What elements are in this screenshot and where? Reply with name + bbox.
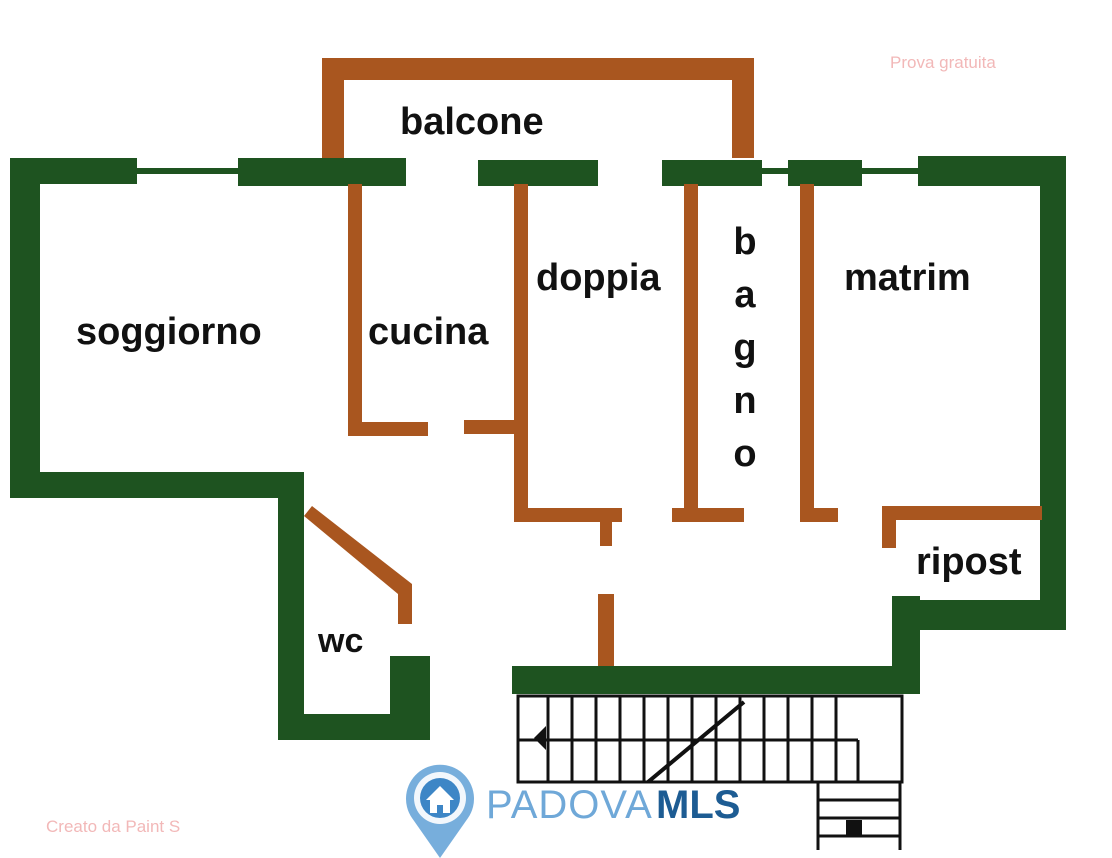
stair-post (846, 820, 862, 836)
stair-arrow (534, 726, 546, 750)
ripost-left-wall (882, 506, 896, 548)
window-3 (862, 168, 920, 174)
logo-text-padova: PADOVA (486, 783, 653, 827)
cucina-bottom-wall-b (464, 420, 520, 434)
label-soggiorno: soggiorno (76, 311, 262, 353)
label-bagno-letter: b (733, 221, 756, 263)
label-bagno-letter: o (733, 433, 756, 475)
exterior-walls (10, 156, 1066, 740)
house-pin-icon (406, 764, 474, 858)
bottom-right-wall (892, 600, 1066, 630)
right-wall (1040, 156, 1066, 630)
label-bagno-letter: g (733, 327, 756, 369)
cucina-left-wall (348, 184, 362, 436)
bagno-left-wall (684, 184, 698, 520)
logo-text-mls: MLS (656, 783, 740, 827)
window-2 (762, 168, 788, 174)
trial-watermark: Prova gratuita (890, 53, 996, 72)
balcony-right-wall (732, 58, 754, 158)
cucina-bottom-wall-a (348, 422, 428, 436)
stair-break-line (646, 700, 746, 784)
bottom-left-wall (10, 472, 302, 498)
label-wc: wc (317, 622, 363, 660)
window-1 (137, 168, 238, 174)
top-wall-2 (238, 158, 406, 186)
top-wall-4 (662, 160, 762, 186)
balcony-top-wall (322, 58, 754, 80)
top-wall-5 (788, 160, 862, 186)
cucina-doppia-wall (514, 184, 528, 520)
doppia-bottom-wall (514, 508, 622, 522)
matrim-bottom-wall-b (882, 506, 1042, 520)
balcony-walls (322, 58, 754, 158)
matrim-bottom-wall-a (800, 508, 838, 522)
label-balcone: balcone (400, 101, 544, 143)
balcony-left-wall (322, 58, 344, 158)
wc-diagonal-wall (304, 506, 412, 624)
label-bagno-letter: n (733, 380, 756, 422)
wc-left-wall (278, 472, 304, 740)
interior-walls (304, 184, 1042, 666)
doppia-door-jamb (600, 508, 612, 546)
top-wall-6 (918, 156, 1064, 186)
label-cucina: cucina (368, 311, 489, 353)
created-by-watermark: Creato da Paint S (46, 817, 180, 836)
padova-mls-logo: PADOVA MLS (406, 764, 740, 858)
left-wall (10, 158, 40, 494)
label-matrim: matrim (844, 257, 971, 299)
label-ripost: ripost (916, 541, 1022, 583)
bottom-wall (512, 666, 920, 694)
label-bagno-letter: a (734, 274, 756, 316)
bagno-bottom-wall (672, 508, 744, 522)
wc-right-wall (390, 656, 430, 740)
corridor-stub (598, 594, 614, 666)
bagno-right-wall (800, 184, 814, 520)
top-wall-3 (478, 160, 598, 186)
staircase (516, 694, 904, 850)
label-doppia: doppia (536, 257, 661, 299)
